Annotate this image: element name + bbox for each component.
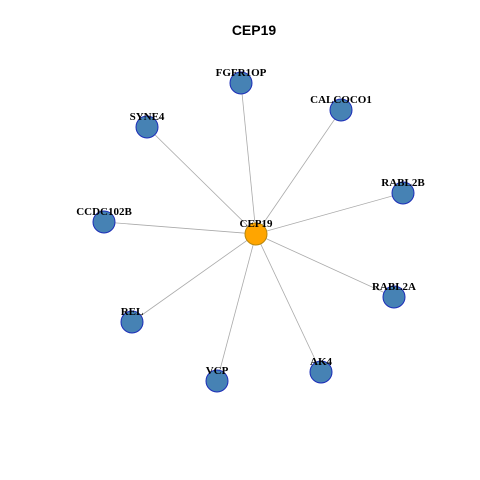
node-cep19[interactable]: [244, 222, 268, 246]
edge-cep19-fgfr1op: [240, 82, 257, 235]
node-rabl2b[interactable]: [391, 181, 415, 205]
node-ccdc102b[interactable]: [92, 210, 116, 234]
edge-cep19-rabl2b: [255, 192, 404, 235]
node-rabl2a[interactable]: [382, 285, 406, 309]
diagram-title: CEP19: [232, 22, 277, 38]
edge-cep19-vcp: [216, 233, 257, 382]
node-label-rabl2a: RABL2A: [372, 281, 416, 293]
node-label-vcp: VCP: [206, 365, 229, 377]
edge-cep19-rel: [131, 233, 257, 323]
node-rel[interactable]: [120, 310, 144, 334]
node-syne4[interactable]: [135, 115, 159, 139]
node-label-rabl2b: RABL2B: [381, 177, 425, 189]
node-vcp[interactable]: [205, 369, 229, 393]
edge-cep19-ccdc102b: [103, 221, 257, 235]
node-label-ccdc102b: CCDC102B: [76, 206, 132, 218]
node-label-ak4: AK4: [310, 356, 333, 368]
edge-cep19-rabl2a: [255, 233, 395, 298]
edge-cep19-ak4: [255, 233, 322, 373]
node-calcoco1[interactable]: [329, 98, 353, 122]
edge-cep19-calcoco1: [255, 109, 342, 235]
node-fgfr1op[interactable]: [229, 71, 253, 95]
node-label-cep19: CEP19: [240, 218, 274, 230]
node-label-syne4: SYNE4: [130, 111, 165, 123]
node-label-rel: REL: [121, 306, 144, 318]
edge-cep19-syne4: [146, 126, 257, 235]
node-ak4[interactable]: [309, 360, 333, 384]
node-label-fgfr1op: FGFR1OP: [216, 67, 267, 79]
edges-group: [103, 82, 404, 382]
node-label-calcoco1: CALCOCO1: [310, 94, 372, 106]
